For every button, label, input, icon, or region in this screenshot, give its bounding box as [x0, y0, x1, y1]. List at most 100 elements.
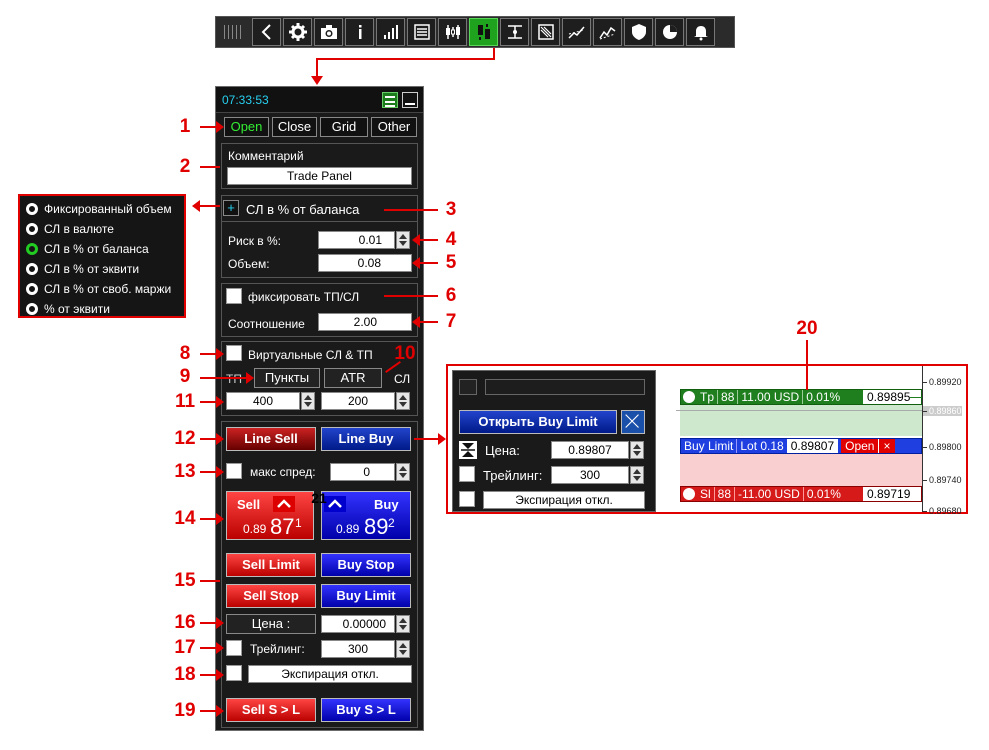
pie-chart-icon[interactable] [655, 18, 684, 46]
open-buy-limit-button[interactable]: Открыть Buy Limit [459, 410, 617, 434]
annotation-arrow [806, 340, 808, 390]
pending-expiration-checkbox[interactable] [459, 491, 475, 507]
tab-other[interactable]: Other [371, 117, 417, 137]
points-button[interactable]: Пункты [254, 368, 320, 388]
order-price[interactable]: 0.89807 [786, 439, 839, 453]
signal-bars-icon[interactable] [376, 18, 405, 46]
tp-label: ТП [226, 372, 242, 386]
shield-icon[interactable] [624, 18, 653, 46]
camera-icon[interactable] [314, 18, 343, 46]
tp-tag: Tp [697, 390, 719, 404]
pending-trailing-stepper[interactable] [630, 466, 644, 484]
volume-input[interactable]: 0.08 [318, 254, 412, 272]
annotation-number: 18 [174, 664, 196, 685]
annotation-number: 13 [174, 461, 196, 482]
sl-zone [680, 454, 922, 492]
drag-handle-icon[interactable] [683, 488, 695, 500]
gear-icon[interactable] [283, 18, 312, 46]
tp-price[interactable]: 0.89895 [863, 390, 921, 404]
price-input[interactable]: 0.00000 [321, 615, 395, 633]
trade-panel-icon[interactable] [469, 18, 498, 46]
sl-mode-option[interactable]: СЛ в % от эквити [26, 259, 178, 279]
tab-close[interactable]: Close [272, 117, 317, 137]
price-stepper[interactable] [396, 615, 410, 633]
trailing-label: Трейлинг: [250, 642, 305, 656]
order-line[interactable]: Buy Limit Lot 0.18 0.89807 Open × [680, 438, 922, 454]
info-icon[interactable] [345, 18, 374, 46]
chart-area: Tp 88 11.00 USD 0.01% 0.89895 Buy Limit … [676, 366, 922, 512]
sl-line[interactable]: Sl 88 -11.00 USD 0.01% 0.89719 [680, 486, 922, 502]
fix-tpsl-checkbox[interactable] [226, 288, 242, 304]
trailing-input[interactable]: 300 [321, 640, 395, 658]
sl-mode-option[interactable]: % от эквити [26, 299, 178, 319]
levels-icon[interactable] [500, 18, 529, 46]
buy-button[interactable]: Buy 0.89 89 2 [321, 491, 411, 540]
sell-button[interactable]: Sell 0.89 87 1 [226, 491, 314, 540]
menu-icon[interactable] [382, 92, 398, 108]
comment-field[interactable] [485, 379, 645, 395]
risk-stepper[interactable] [396, 231, 410, 249]
annotation-arrow [200, 166, 220, 168]
back-arrow-icon[interactable] [252, 18, 281, 46]
scale-tick: 0.89740 [923, 475, 962, 485]
tp-input[interactable]: 400 [226, 392, 300, 410]
risk-input[interactable]: 0.01 [318, 231, 395, 249]
minimize-icon[interactable] [402, 92, 418, 108]
bell-icon[interactable] [686, 18, 715, 46]
sl-mode-option[interactable]: СЛ в валюте [26, 219, 178, 239]
expiration-checkbox[interactable] [226, 665, 242, 681]
buy-sl-button[interactable]: Buy S > L [321, 698, 411, 722]
pending-price-stepper[interactable] [630, 441, 644, 459]
zigzag-icon[interactable] [593, 18, 622, 46]
ratio-input[interactable]: 2.00 [318, 313, 412, 331]
max-spread-input[interactable]: 0 [330, 463, 395, 481]
sell-sl-button[interactable]: Sell S > L [226, 698, 316, 722]
order-open-button[interactable]: Open [841, 439, 879, 453]
tab-grid[interactable]: Grid [320, 117, 368, 137]
expiration-field[interactable]: Экспирация откл. [248, 665, 412, 683]
buy-stop-button[interactable]: Buy Stop [321, 553, 411, 577]
pending-trailing-checkbox[interactable] [459, 466, 475, 482]
connector-line [316, 58, 318, 78]
comment-field[interactable]: Trade Panel [227, 167, 412, 185]
sl-mode-toggle-button[interactable]: + [223, 200, 239, 216]
buy-limit-button[interactable]: Buy Limit [321, 584, 411, 608]
cancel-x-icon[interactable] [621, 410, 645, 434]
sl-mode-option[interactable]: СЛ в % от своб. маржи [26, 279, 178, 299]
trend-icon[interactable] [562, 18, 591, 46]
tp-stepper[interactable] [301, 392, 315, 410]
candles-icon[interactable] [438, 18, 467, 46]
order-tag: Buy Limit [681, 439, 738, 453]
panel-toggle-icon[interactable] [459, 379, 477, 395]
hourglass-icon[interactable] [459, 441, 477, 459]
max-spread-checkbox[interactable] [226, 463, 242, 479]
trailing-stepper[interactable] [396, 640, 410, 658]
fix-tpsl-label: фиксировать ТП/СЛ [248, 290, 360, 304]
virtual-checkbox[interactable] [226, 345, 242, 361]
pending-price-input[interactable]: 0.89807 [551, 441, 629, 459]
sl-mode-option[interactable]: Фиксированный объем [26, 199, 178, 219]
order-close-icon[interactable]: × [878, 439, 895, 453]
sell-price-big: 87 [270, 514, 295, 539]
sl-mode-option[interactable]: СЛ в % от баланса [26, 239, 178, 259]
tab-open[interactable]: Open [224, 117, 269, 137]
line-buy-button[interactable]: Line Buy [321, 427, 411, 451]
sell-stop-button[interactable]: Sell Stop [226, 584, 316, 608]
line-sell-button[interactable]: Line Sell [226, 427, 316, 451]
list-icon[interactable] [407, 18, 436, 46]
pending-expiration-field[interactable]: Экспирация откл. [483, 491, 645, 509]
radio-selected-icon [26, 243, 38, 255]
tp-line[interactable]: Tp 88 11.00 USD 0.01% 0.89895 [680, 389, 922, 405]
annotation-arrow [200, 669, 224, 681]
sl-input[interactable]: 200 [321, 392, 395, 410]
sl-price[interactable]: 0.89719 [863, 487, 921, 501]
atr-button[interactable]: ATR [324, 368, 382, 388]
ruler-icon[interactable] [531, 18, 560, 46]
sell-limit-button[interactable]: Sell Limit [226, 553, 316, 577]
trailing-checkbox[interactable] [226, 640, 242, 656]
drag-grip-icon[interactable] [220, 21, 244, 43]
pending-trailing-input[interactable]: 300 [551, 466, 629, 484]
max-spread-stepper[interactable] [396, 463, 410, 481]
sl-stepper[interactable] [396, 392, 410, 410]
drag-handle-icon[interactable] [683, 391, 695, 403]
